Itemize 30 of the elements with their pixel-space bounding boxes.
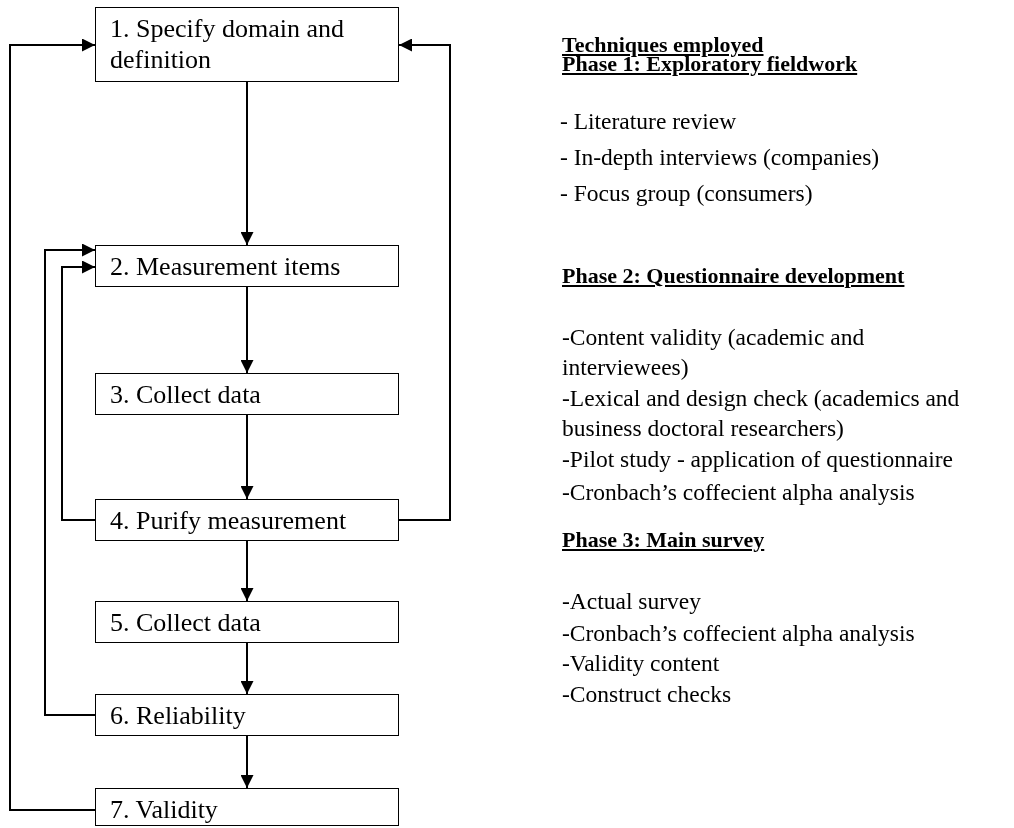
arrow <box>240 735 254 789</box>
process-box: 5. Collect data <box>95 601 399 643</box>
list-item: -Lexical and design check (academics and business doctoral researchers) <box>562 384 961 443</box>
list-item: -Pilot study - application of questionnaire <box>562 445 954 474</box>
process-box: 7. Validity <box>95 788 399 826</box>
arrow <box>240 414 254 500</box>
list-item: - Focus group (consumers) <box>560 179 814 208</box>
list-item: - In-depth interviews (companies) <box>560 143 881 172</box>
list-item: -Cronbach’s coffecient alpha analysis <box>562 478 916 507</box>
process-box: 1. Specify domain and definition <box>95 7 399 82</box>
process-box: 6. Reliability <box>95 694 399 736</box>
arrow <box>44 243 96 716</box>
process-box: 2. Measurement items <box>95 245 399 287</box>
arrow <box>240 540 254 602</box>
section-heading: Phase 2: Questionnaire development <box>562 265 906 287</box>
section-heading: Phase 3: Main survey <box>562 529 766 551</box>
arrow <box>240 642 254 695</box>
process-box: 4. Purify measurement <box>95 499 399 541</box>
list-item: - Literature review <box>560 107 738 136</box>
list-item: -Actual survey <box>562 587 702 616</box>
list-item: -Construct checks <box>562 680 733 709</box>
list-item: -Content validity (academic and interviewees) <box>562 323 866 382</box>
arrow <box>61 260 96 521</box>
process-box: 3. Collect data <box>95 373 399 415</box>
list-item: -Cronbach’s coffecient alpha analysis <box>562 619 916 648</box>
arrow <box>9 38 96 811</box>
arrow <box>240 286 254 374</box>
list-item: -Validity content <box>562 649 721 678</box>
arrow <box>398 38 451 521</box>
arrow <box>240 81 254 246</box>
